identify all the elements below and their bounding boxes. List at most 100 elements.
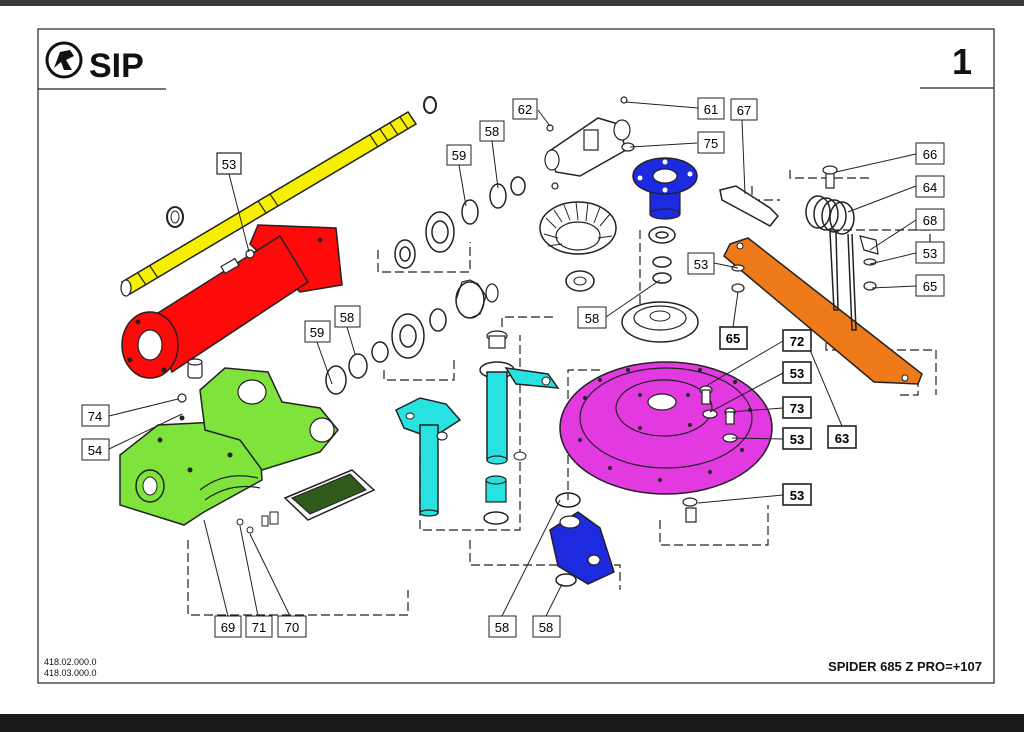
logo-emblem-mark bbox=[54, 50, 74, 70]
callout-53d: 53 bbox=[782, 361, 812, 384]
callout-69: 69 bbox=[214, 615, 242, 638]
svg-text:74: 74 bbox=[88, 409, 102, 424]
tine-clamp-plate bbox=[719, 185, 780, 227]
callout-73: 73 bbox=[782, 396, 812, 419]
svg-text:64: 64 bbox=[923, 180, 937, 195]
callout-61: 61 bbox=[697, 97, 725, 120]
callout-68: 68 bbox=[915, 208, 945, 231]
callout-53b: 53 bbox=[915, 241, 945, 264]
svg-text:53: 53 bbox=[790, 488, 804, 503]
callout-72: 72 bbox=[782, 329, 812, 352]
callout-58d: 58 bbox=[488, 615, 517, 638]
leader-lines bbox=[108, 101, 917, 617]
svg-text:53: 53 bbox=[790, 432, 804, 447]
drive-tube-housing bbox=[121, 224, 343, 379]
bearing-set-upper bbox=[394, 176, 526, 269]
svg-text:69: 69 bbox=[221, 620, 235, 635]
cover-screws bbox=[236, 511, 279, 534]
window-bottom-bar bbox=[0, 714, 1024, 732]
sip-logo: SIP bbox=[45, 41, 144, 85]
svg-text:63: 63 bbox=[835, 431, 849, 446]
tine-arm bbox=[723, 237, 923, 385]
pinion-gear bbox=[455, 279, 499, 319]
callout-66: 66 bbox=[915, 142, 945, 165]
svg-text:65: 65 bbox=[923, 279, 937, 294]
callout-63: 63 bbox=[827, 425, 857, 449]
callout-65b: 65 bbox=[719, 326, 748, 350]
svg-text:58: 58 bbox=[585, 311, 599, 326]
tube-bolt bbox=[220, 249, 255, 275]
svg-text:68: 68 bbox=[923, 213, 937, 228]
callouts: 53 59 58 62 61 67 75 66 64 68 53 65 53 5… bbox=[81, 97, 945, 638]
page-number: 1 bbox=[952, 41, 972, 82]
gearbox-breather bbox=[177, 393, 187, 403]
callout-75: 75 bbox=[697, 131, 725, 154]
callout-62: 62 bbox=[512, 98, 538, 120]
callout-64: 64 bbox=[915, 175, 945, 198]
callout-53f: 53 bbox=[782, 483, 812, 506]
footer-code-1: 418.02.000.0 bbox=[44, 657, 97, 667]
callout-53e: 53 bbox=[782, 427, 812, 450]
main-gearbox bbox=[119, 367, 339, 526]
svg-text:67: 67 bbox=[737, 103, 751, 118]
rotor-disc bbox=[559, 361, 773, 495]
footer-code-2: 418.03.000.0 bbox=[44, 668, 97, 678]
bevel-gear-bearing bbox=[565, 270, 595, 292]
svg-text:70: 70 bbox=[285, 620, 299, 635]
bevel-crown-gear bbox=[539, 201, 617, 255]
svg-text:75: 75 bbox=[704, 136, 718, 151]
hub-bearing-stack bbox=[648, 226, 676, 284]
disc-support-block bbox=[549, 511, 615, 585]
svg-text:61: 61 bbox=[704, 102, 718, 117]
callout-70: 70 bbox=[277, 615, 307, 638]
callout-71: 71 bbox=[245, 615, 273, 638]
svg-text:54: 54 bbox=[88, 443, 102, 458]
svg-text:62: 62 bbox=[518, 102, 532, 117]
svg-text:73: 73 bbox=[790, 401, 804, 416]
callout-53a: 53 bbox=[216, 152, 242, 175]
svg-text:53: 53 bbox=[222, 157, 236, 172]
svg-text:58: 58 bbox=[495, 620, 509, 635]
callout-58e: 58 bbox=[532, 615, 561, 638]
pulley-plate bbox=[621, 301, 699, 343]
svg-text:59: 59 bbox=[452, 148, 466, 163]
bearing-set-lower bbox=[325, 308, 447, 395]
callout-67: 67 bbox=[730, 98, 758, 121]
svg-text:53: 53 bbox=[923, 246, 937, 261]
svg-text:58: 58 bbox=[539, 620, 553, 635]
callout-74: 74 bbox=[81, 404, 110, 427]
svg-text:58: 58 bbox=[485, 124, 499, 139]
callout-65a: 65 bbox=[915, 274, 945, 297]
svg-text:71: 71 bbox=[252, 620, 266, 635]
disc-bolts bbox=[682, 385, 738, 523]
left-spindle-bracket bbox=[395, 397, 462, 517]
callout-59a: 59 bbox=[446, 144, 472, 166]
window-top-edge bbox=[0, 0, 1024, 6]
footer-model: SPIDER 685 Z PRO=+107 bbox=[828, 659, 982, 674]
rotor-hub-flange bbox=[632, 157, 698, 220]
callout-58a: 58 bbox=[479, 120, 505, 142]
shaft-circlip bbox=[423, 96, 437, 114]
svg-text:72: 72 bbox=[790, 334, 804, 349]
svg-text:53: 53 bbox=[790, 366, 804, 381]
center-spindle bbox=[479, 330, 560, 525]
callout-58b: 58 bbox=[577, 306, 607, 329]
callout-59b: 59 bbox=[304, 320, 331, 343]
callout-58c: 58 bbox=[334, 305, 361, 328]
svg-text:66: 66 bbox=[923, 147, 937, 162]
block-washers bbox=[555, 492, 581, 587]
svg-text:59: 59 bbox=[310, 325, 324, 340]
svg-text:53: 53 bbox=[694, 257, 708, 272]
gearbox-plug bbox=[187, 358, 203, 379]
tine-spring bbox=[805, 195, 857, 331]
pto-shaft bbox=[120, 110, 418, 297]
svg-text:58: 58 bbox=[340, 310, 354, 325]
tube-seal-ring bbox=[166, 206, 184, 228]
gearbox-cover-plate bbox=[283, 469, 376, 521]
svg-text:65: 65 bbox=[726, 331, 740, 346]
logo-text: SIP bbox=[89, 47, 144, 85]
callout-53c: 53 bbox=[687, 252, 715, 275]
callout-54: 54 bbox=[81, 438, 110, 461]
coupler-pin bbox=[546, 96, 628, 190]
